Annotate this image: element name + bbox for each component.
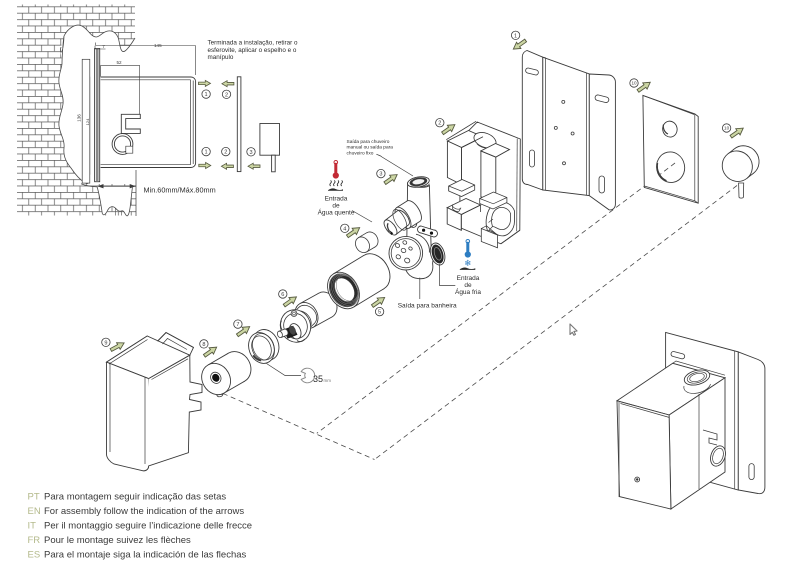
svg-text:de: de (464, 282, 472, 289)
svg-text:Água quente: Água quente (318, 208, 355, 217)
svg-text:❄: ❄ (464, 258, 471, 268)
svg-text:1: 1 (205, 150, 208, 156)
svg-text:FR: FR (28, 535, 41, 546)
svg-text:manual ou saída para: manual ou saída para (347, 145, 394, 151)
svg-text:de: de (332, 203, 340, 210)
svg-text:PT: PT (28, 492, 40, 503)
svg-text:Per il montaggio seguire l’ind: Per il montaggio seguire l’indicazione d… (44, 521, 252, 532)
svg-text:1: 1 (205, 92, 208, 98)
svg-text:EN: EN (28, 506, 41, 517)
svg-text:2: 2 (224, 150, 227, 156)
svg-text:4: 4 (343, 226, 346, 232)
svg-text:9: 9 (104, 340, 107, 346)
svg-text:35: 35 (313, 374, 323, 384)
svg-text:esferovite, aplicar o espelho: esferovite, aplicar o espelho e o (208, 47, 297, 54)
svg-text:chuveiro fixo: chuveiro fixo (347, 150, 374, 156)
svg-text:Min.60mm/Máx.80mm: Min.60mm/Máx.80mm (144, 185, 216, 194)
svg-text:IT: IT (28, 521, 37, 532)
svg-text:10: 10 (724, 126, 730, 131)
svg-text:3: 3 (249, 150, 252, 156)
svg-text:124: 124 (85, 118, 90, 125)
svg-text:3: 3 (379, 172, 382, 178)
svg-text:10: 10 (631, 81, 637, 86)
svg-text:Água fria: Água fria (455, 287, 481, 296)
svg-text:Entrada: Entrada (325, 196, 348, 203)
svg-text:7: 7 (102, 44, 105, 49)
svg-text:136: 136 (77, 114, 82, 122)
svg-text:1: 1 (514, 33, 517, 39)
svg-text:52: 52 (117, 60, 123, 65)
svg-text:145: 145 (154, 43, 162, 48)
svg-text:7: 7 (236, 322, 239, 328)
svg-text:Pour le montage suivez les flè: Pour le montage suivez les flèches (44, 535, 191, 546)
svg-text:mm: mm (324, 378, 332, 383)
svg-text:6: 6 (281, 292, 284, 298)
svg-text:Saída para banheira: Saída para banheira (398, 303, 457, 310)
svg-text:8: 8 (202, 342, 205, 348)
svg-text:Terminada a instalação, retira: Terminada a instalação, retirar o (208, 40, 298, 47)
svg-text:Entrada: Entrada (457, 275, 480, 282)
svg-text:For assembly follow the indica: For assembly follow the indication of th… (44, 506, 244, 517)
svg-text:Para montagem seguir indicação: Para montagem seguir indicação das setas (44, 492, 226, 503)
svg-text:2: 2 (225, 92, 228, 98)
svg-text:5: 5 (378, 310, 381, 316)
svg-text:manípulo: manípulo (208, 54, 234, 61)
svg-text:ES: ES (28, 550, 41, 561)
svg-text:Para el montaje siga la indica: Para el montaje siga la indicación de la… (44, 550, 247, 561)
svg-text:Saída para chuveiro: Saída para chuveiro (347, 139, 390, 145)
svg-text:2: 2 (438, 121, 441, 127)
